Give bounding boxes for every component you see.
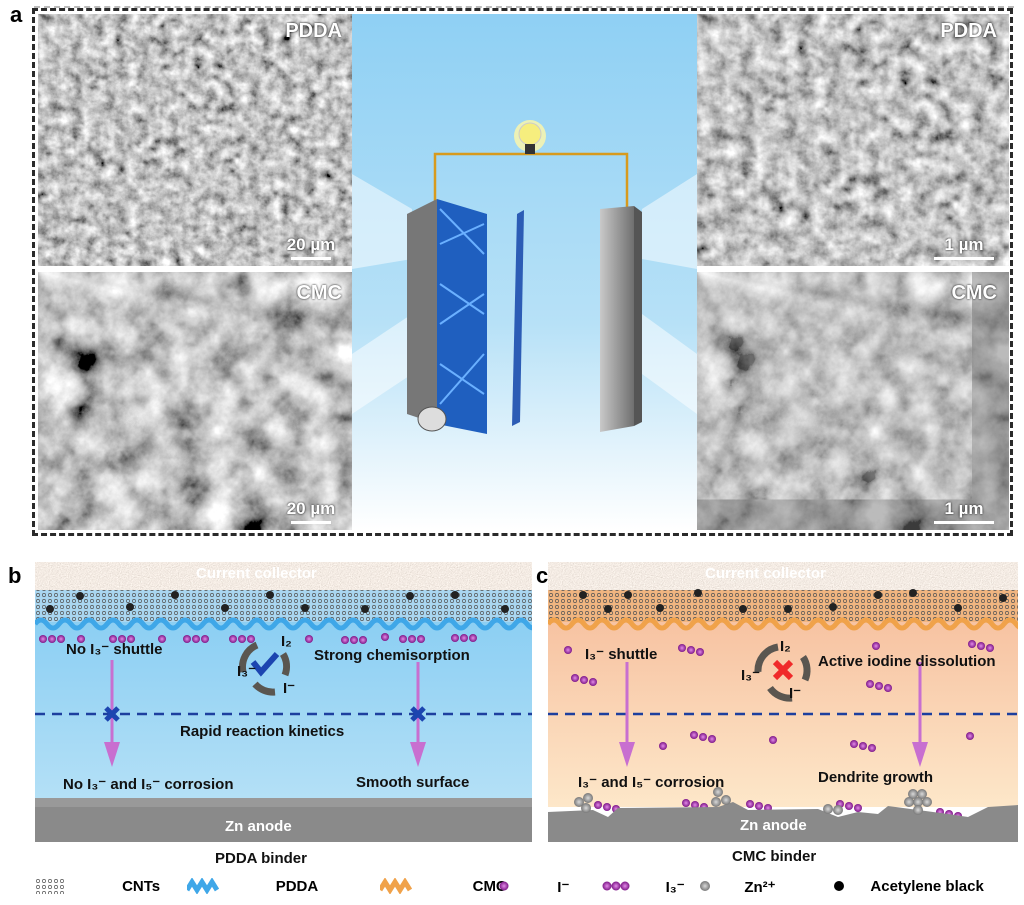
cathode-electrode: [407, 199, 487, 434]
cycle-i-label: I⁻: [283, 680, 296, 697]
cycle-i3-label: I₃⁻: [237, 663, 257, 680]
sem-image-pdda-high-mag: PDDA 1 µm: [697, 14, 1009, 266]
scale-label: 1 µm: [944, 499, 984, 518]
legend-zinc: Zn²⁺: [744, 879, 776, 896]
cycle-i-label: I⁻: [789, 685, 802, 702]
triiodide-icon: [602, 881, 630, 891]
sem-image-cmc-high-mag: CMC 1 µm: [697, 272, 1009, 530]
light-beam: [352, 314, 412, 414]
zinc-ion-icon: [700, 881, 711, 891]
corrosion-label: I₃⁻ and I₅⁻ corrosion: [578, 774, 725, 791]
legend: CNTs PDDA CMC I⁻ I₃⁻ Zn²⁺ Acetylene blac…: [0, 872, 1024, 900]
light-beam: [642, 174, 697, 269]
pdda-layer: [35, 617, 532, 631]
dissolution-label: Active iodine dissolution: [818, 653, 996, 670]
legend-acetylene: Acetylene black: [870, 878, 984, 895]
chemisorption-label: Strong chemisorption: [314, 647, 470, 664]
redox-cycle-icon: [239, 641, 290, 696]
blocked-arrow: [410, 662, 426, 767]
zinc-dendrites: [574, 787, 932, 815]
cross-icon: [772, 659, 794, 681]
redox-cycle-icon: [754, 643, 811, 702]
cmc-schematic: [546, 562, 1024, 842]
scale-bar: 1 µm: [929, 235, 999, 260]
acetylene-black-icon: [833, 881, 844, 891]
scale-label: 1 µm: [944, 235, 984, 254]
cycle-i2-label: I₂: [780, 638, 791, 655]
legend-triiodide: I₃⁻: [665, 879, 685, 896]
cnt-icon: [35, 878, 66, 894]
panel-a-top-border: [34, 6, 1014, 12]
zinc-deposit-layer: [35, 798, 532, 808]
legend-cnts: CNTs: [122, 878, 161, 895]
panel-a-label: a: [10, 2, 23, 27]
zn-anode-label: Zn anode: [225, 818, 292, 835]
no-corrosion-label: No I₃⁻ and I₅⁻ corrosion: [63, 776, 234, 793]
current-collector-label: Current collector: [196, 565, 317, 582]
scale-bar: 1 µm: [929, 499, 999, 524]
blocked-arrow: [104, 660, 120, 767]
shuttle-arrow: [912, 662, 928, 767]
battery-schematic: [352, 14, 697, 530]
light-beam: [352, 174, 412, 269]
cmc-icon: [380, 878, 413, 894]
shuttle-arrow: [619, 662, 635, 767]
panel-c-label: c: [536, 563, 549, 588]
pdda-binder-caption: PDDA binder: [215, 850, 307, 867]
legend-iodide: I⁻: [557, 879, 570, 896]
iodide-icon: [499, 881, 509, 891]
pdda-schematic: [35, 562, 532, 842]
zn-anode-label: Zn anode: [740, 817, 807, 834]
sem-image-pdda-low-mag: PDDA 20 µm: [38, 14, 352, 266]
pdda-icon: [187, 878, 220, 894]
adsorbed-iodine-species: [39, 633, 477, 644]
cmc-layer: [546, 617, 1024, 631]
no-shuttle-label: No I₃⁻ shuttle: [66, 641, 163, 658]
light-beam: [642, 314, 697, 414]
panel-b-label: b: [8, 563, 22, 588]
current-collector-label: Current collector: [705, 565, 826, 582]
dendrite-label: Dendrite growth: [818, 769, 933, 786]
zn-anode: [35, 807, 532, 842]
smooth-surface-label: Smooth surface: [356, 774, 470, 791]
cycle-i3-label: I₃⁻: [741, 667, 761, 684]
sem-title: PDDA: [285, 20, 342, 42]
sem-title: CMC: [296, 282, 342, 304]
light-bulb-icon: [514, 120, 546, 154]
sem-title: CMC: [951, 282, 997, 304]
shuttle-label: I₃⁻ shuttle: [585, 646, 658, 663]
sem-title: PDDA: [940, 20, 997, 42]
check-icon: [250, 652, 280, 677]
scale-bar: 20 µm: [276, 499, 346, 524]
zn-anode-rough: [548, 802, 1018, 842]
sem-image-cmc-low-mag: CMC 20 µm: [38, 272, 352, 530]
scale-label: 20 µm: [286, 499, 336, 518]
cycle-i2-label: I₂: [281, 633, 292, 650]
cmc-binder-caption: CMC binder: [732, 848, 817, 865]
zinc-anode-plate: [600, 206, 642, 432]
kinetics-label: Rapid reaction kinetics: [180, 723, 345, 740]
legend-pdda: PDDA: [275, 878, 319, 895]
legend-cmc: CMC: [472, 878, 507, 895]
scale-label: 20 µm: [286, 235, 336, 254]
separator: [512, 210, 524, 426]
scale-bar: 20 µm: [276, 235, 346, 260]
panel-a-frame: [32, 8, 1013, 536]
